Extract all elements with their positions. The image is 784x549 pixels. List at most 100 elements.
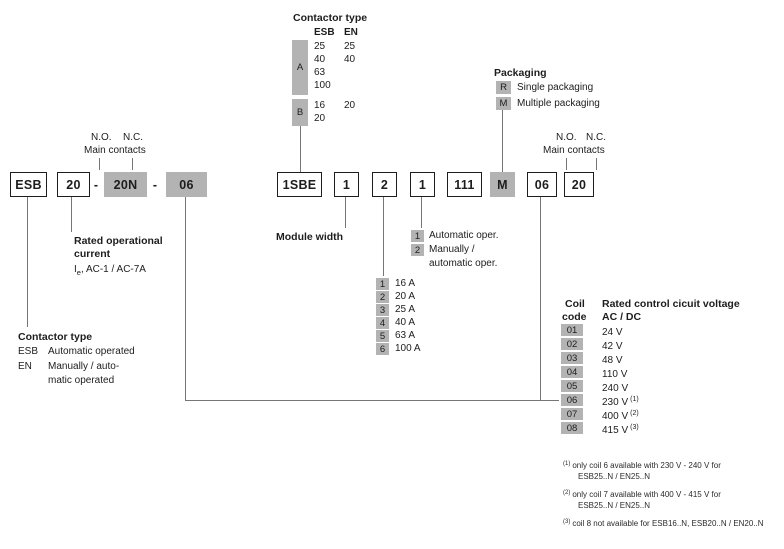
current-value: 25 A — [395, 304, 416, 315]
connector-line — [185, 400, 559, 401]
contactor-group-b-chip: B — [292, 99, 308, 126]
coil-code-chip: 07 — [561, 408, 583, 420]
coil-voltage-value: 24 V — [602, 327, 623, 338]
coil-code-chip: 01 — [561, 324, 583, 336]
coil-voltage-value: 230 V — [602, 397, 629, 408]
coil-code-chip: 06 — [561, 394, 583, 406]
coil-voltage: 415 V(3) — [602, 422, 639, 437]
connector-line — [71, 197, 72, 232]
coil-code-chip: 05 — [561, 380, 583, 392]
code-box-module-width: 1 — [334, 172, 359, 197]
packaging-code-m-chip: M — [496, 97, 511, 110]
coil-voltage: 24 V — [602, 324, 625, 339]
contactor-table-header-esb: ESB — [314, 27, 335, 38]
contactor-table-value: 100 — [314, 80, 331, 91]
connector-line — [345, 197, 346, 228]
connector-line — [383, 197, 384, 276]
main-contacts-label: Main contacts — [84, 145, 146, 156]
footnote-sup: (1) — [563, 461, 571, 467]
coil-header-acdc: AC / DC — [602, 311, 642, 323]
current-symbol-sub: e — [76, 268, 81, 277]
current-value: 16 A — [395, 278, 416, 289]
coil-header-voltage: Rated control cicuit voltage — [602, 298, 740, 310]
coil-voltage-value: 48 V — [602, 355, 623, 366]
code-box-coil-left: 06 — [166, 172, 207, 197]
coil-voltage: 42 V — [602, 338, 625, 353]
code-box-contacts: 20 — [564, 172, 594, 197]
coil-header-code: code — [562, 311, 587, 323]
coil-voltage: 110 V — [602, 366, 629, 381]
coil-voltage: 230 V(1) — [602, 394, 639, 409]
contactor-table-title: Contactor type — [293, 12, 368, 24]
coil-voltage-value: 240 V — [602, 383, 629, 394]
contactor-table-value: 20 — [314, 113, 326, 124]
current-value: 100 A — [395, 343, 421, 354]
current-code-chip: 6 — [376, 343, 389, 355]
code-box-coil-right: 06 — [527, 172, 557, 197]
operation-label: Automatic oper. — [429, 230, 499, 241]
code-box-1sbe: 1SBE — [277, 172, 322, 197]
type-legend-label: Manually / auto- — [48, 361, 120, 372]
operation-code-chip: 2 — [411, 244, 424, 256]
footnote-2-line2: ESB25..N / EN25..N — [578, 501, 651, 510]
code-box-current: 2 — [372, 172, 397, 197]
coil-code-chip: 04 — [561, 366, 583, 378]
packaging-code-r-chip: R — [496, 81, 511, 94]
connector-tick — [99, 158, 100, 170]
code-box-operation: 1 — [410, 172, 435, 197]
main-contacts-no-label: N.O. — [556, 132, 577, 143]
type-legend-title: Contactor type — [18, 331, 93, 343]
contactor-table-value: 20 — [344, 100, 356, 111]
type-legend-label-cont: matic operated — [48, 375, 115, 386]
current-code-chip: 1 — [376, 278, 389, 290]
footnote-1-line2: ESB25..N / EN25..N — [578, 472, 651, 481]
coil-code-chip: 02 — [561, 338, 583, 350]
coil-voltage: 400 V(2) — [602, 408, 639, 423]
connector-tick — [566, 158, 567, 170]
packaging-label: Single packaging — [517, 82, 594, 93]
connector-tick — [596, 158, 597, 170]
coil-voltage-value: 400 V — [602, 411, 629, 422]
connector-line — [421, 197, 422, 228]
coil-header-coil: Coil — [565, 298, 585, 310]
footnote-sup: (2) — [563, 490, 571, 496]
contactor-table-value: 63 — [314, 67, 326, 78]
current-value: 20 A — [395, 291, 416, 302]
code-separator: - — [152, 177, 158, 192]
coil-voltage-value: 42 V — [602, 341, 623, 352]
connector-line — [502, 110, 503, 172]
coil-code-chip: 03 — [561, 352, 583, 364]
footnote-1-line1: (1)only coil 6 available with 230 V - 24… — [563, 459, 721, 471]
connector-line — [300, 126, 301, 172]
coil-code-chip: 08 — [561, 422, 583, 434]
operation-label: Manually / — [429, 244, 475, 255]
code-box-packaging: M — [490, 172, 515, 197]
current-code-chip: 5 — [376, 330, 389, 342]
current-code-chip: 3 — [376, 304, 389, 316]
footnote-text: only coil 7 available with 400 V - 415 V… — [572, 490, 721, 499]
rated-current-title-line2: current — [74, 248, 111, 260]
operation-code-chip: 1 — [411, 230, 424, 242]
contactor-group-a-chip: A — [292, 40, 308, 95]
code-box-fixed-digits: 111 — [447, 172, 482, 197]
current-value: 40 A — [395, 317, 416, 328]
type-legend-code: ESB — [18, 346, 39, 357]
current-code-chip: 2 — [376, 291, 389, 303]
current-symbol-rest: , AC-1 / AC-7A — [80, 264, 146, 275]
current-value: 63 A — [395, 330, 416, 341]
footnote-text: only coil 6 available with 230 V - 240 V… — [572, 461, 721, 470]
main-contacts-nc-label: N.C. — [586, 132, 606, 143]
rated-current-title-line1: Rated operational — [74, 235, 163, 247]
coil-voltage-value: 415 V — [602, 425, 629, 436]
operation-label-cont: automatic oper. — [429, 258, 498, 269]
code-box-no-contacts: 20 — [57, 172, 90, 197]
coil-voltage-value: 110 V — [602, 369, 628, 380]
coil-voltage: 48 V — [602, 352, 625, 367]
contactor-table-value: 16 — [314, 100, 326, 111]
main-contacts-nc-label: N.C. — [123, 132, 143, 143]
contactor-table-header-en: EN — [344, 27, 358, 38]
code-box-nc-contacts: 20N — [104, 172, 147, 197]
packaging-label: Multiple packaging — [517, 98, 600, 109]
packaging-title: Packaging — [494, 67, 547, 79]
main-contacts-label: Main contacts — [543, 145, 605, 156]
